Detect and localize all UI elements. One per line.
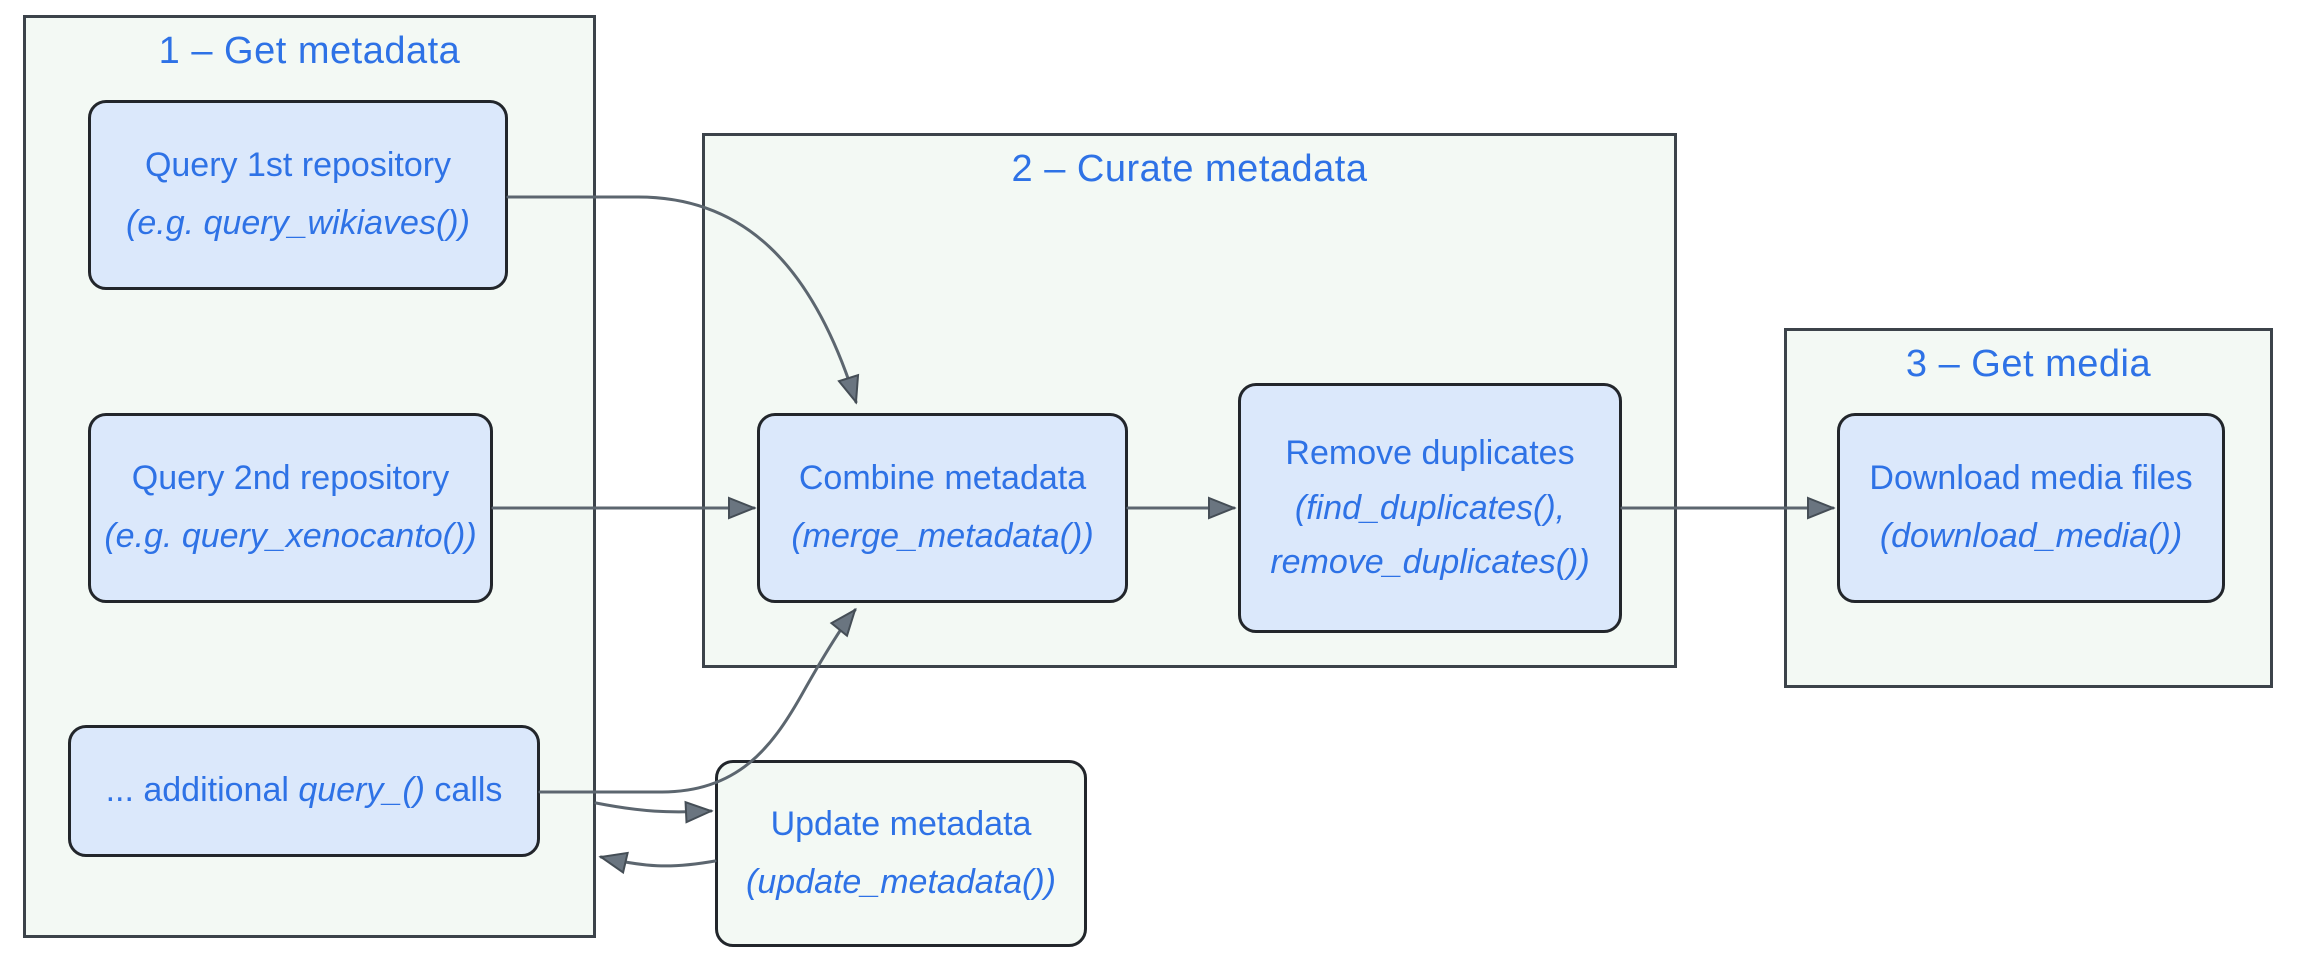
additional-suffix: calls bbox=[424, 771, 503, 810]
node-remove-duplicates-label: Remove duplicates bbox=[1285, 434, 1575, 473]
node-additional-query-calls: ... additional query_() calls bbox=[68, 725, 540, 857]
node-query-2nd-repository: Query 2nd repository (e.g. query_xenocan… bbox=[88, 413, 493, 603]
node-query-1st-repository-label: Query 1st repository bbox=[144, 146, 452, 185]
node-combine-metadata: Combine metadata (merge_metadata()) bbox=[757, 413, 1128, 603]
node-remove-duplicates-function-2: remove_duplicates()) bbox=[1270, 543, 1590, 582]
node-update-metadata-label: Update metadata bbox=[770, 804, 1032, 843]
node-combine-metadata-label: Combine metadata bbox=[798, 459, 1087, 498]
group-get-media-title: 3 – Get media bbox=[1905, 343, 2152, 385]
group-get-metadata-title: 1 – Get metadata bbox=[158, 30, 461, 72]
node-download-media-files-label: Download media files bbox=[1869, 459, 2193, 498]
node-remove-duplicates-function-1: (find_duplicates(), bbox=[1294, 488, 1566, 527]
group-curate-metadata-title: 2 – Curate metadata bbox=[1011, 148, 1368, 190]
node-query-2nd-repository-function: (e.g. query_xenocanto()) bbox=[104, 517, 477, 555]
node-remove-duplicates: Remove duplicates (find_duplicates(), re… bbox=[1238, 383, 1622, 633]
node-query-2nd-repository-label: Query 2nd repository bbox=[131, 459, 450, 498]
node-additional-query-calls-label: ... additional query_() calls bbox=[106, 762, 503, 820]
node-download-media-files: Download media files (download_media()) bbox=[1837, 413, 2225, 603]
node-download-media-files-function: (download_media()) bbox=[1879, 517, 2183, 555]
additional-function: query_() bbox=[298, 771, 425, 810]
node-update-metadata: Update metadata (update_metadata()) bbox=[715, 760, 1087, 947]
arrow-update-to-additional bbox=[598, 851, 717, 875]
additional-prefix: ... additional bbox=[105, 771, 299, 810]
node-combine-metadata-function: (merge_metadata()) bbox=[791, 517, 1094, 555]
node-query-1st-repository: Query 1st repository (e.g. query_wikiave… bbox=[88, 100, 508, 290]
arrow-additional-to-update bbox=[594, 800, 714, 824]
node-update-metadata-function: (update_metadata()) bbox=[746, 862, 1056, 901]
node-query-1st-repository-function: (e.g. query_wikiaves()) bbox=[126, 204, 470, 242]
